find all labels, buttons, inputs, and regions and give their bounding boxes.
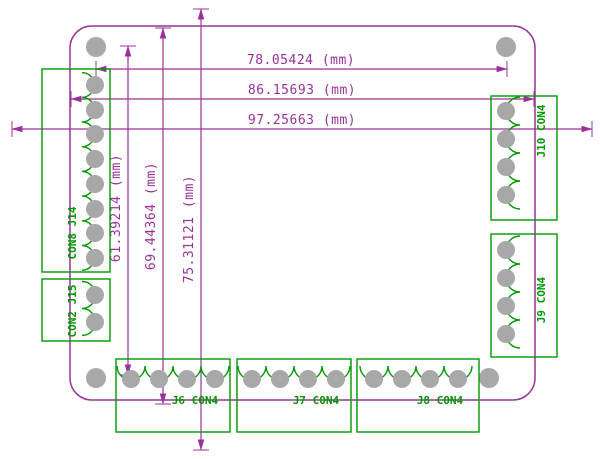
pad (421, 370, 439, 388)
dimension-width-holes: 78.05424 (mm) (95, 53, 508, 77)
dimension-height-board: 69.44364 (mm) (144, 27, 171, 405)
connector-label: J7 CON4 (293, 394, 340, 407)
dimension-label: 75.31121 (mm) (182, 175, 197, 283)
pad (86, 200, 104, 218)
dimension-label: 86.15693 (mm) (248, 83, 356, 98)
pad (206, 370, 224, 388)
connector-j9: J9 CON4 (490, 233, 558, 358)
pad (327, 370, 345, 388)
connector-outline (236, 358, 352, 433)
dimension-label: 61.39214 (mm) (109, 154, 124, 262)
pad (365, 370, 383, 388)
pad (86, 249, 104, 267)
pad (178, 370, 196, 388)
connector-outline (41, 68, 111, 273)
pad (150, 370, 168, 388)
connector-outline (490, 95, 558, 221)
dimension-width-overall: 97.25663 (mm) (11, 113, 593, 137)
mounting-hole (86, 368, 106, 388)
connector-label: CON2 J15 (66, 285, 79, 338)
dimension-height-overall: 75.31121 (mm) (182, 8, 209, 451)
connector-j14: CON8 J14 (41, 68, 111, 273)
connector-outline (356, 358, 480, 433)
pad (86, 175, 104, 193)
connector-label: J8 CON4 (417, 394, 464, 407)
connector-j10: J10 CON4 (490, 95, 558, 221)
connector-label: J9 CON4 (535, 276, 548, 323)
pad (497, 269, 515, 287)
pad (86, 286, 104, 304)
connector-label: J6 CON4 (172, 394, 219, 407)
pad (497, 186, 515, 204)
connector-outline (490, 233, 558, 358)
pad (243, 370, 261, 388)
pad (497, 158, 515, 176)
pad (393, 370, 411, 388)
connector-outline (115, 358, 231, 433)
connector-j8: J8 CON4 (356, 358, 480, 433)
mounting-hole (479, 368, 499, 388)
connector-outline (41, 278, 111, 342)
board-outline (69, 25, 536, 401)
pad (122, 370, 140, 388)
connector-j15: CON2 J15 (41, 278, 111, 342)
dimension-label: 78.05424 (mm) (247, 53, 355, 68)
pad (271, 370, 289, 388)
pad (86, 224, 104, 242)
pad (86, 76, 104, 94)
pad (86, 313, 104, 331)
mounting-hole (496, 37, 516, 57)
board (69, 25, 536, 401)
connector-label: J10 CON4 (535, 104, 548, 157)
mounting-hole (86, 37, 106, 57)
pad (86, 150, 104, 168)
pad (86, 125, 104, 143)
dimension-label: 69.44364 (mm) (144, 162, 159, 270)
pad (497, 102, 515, 120)
dimension-width-board: 86.15693 (mm) (70, 83, 535, 107)
pad (497, 297, 515, 315)
mounting-holes (86, 37, 516, 388)
pad (86, 101, 104, 119)
pad (449, 370, 467, 388)
connector-j7: J7 CON4 (236, 358, 352, 433)
dimension-label: 97.25663 (mm) (248, 113, 356, 128)
pad (299, 370, 317, 388)
connector-j6: J6 CON4 (115, 358, 231, 433)
pad (497, 325, 515, 343)
pad (497, 241, 515, 259)
dimension-height-holes: 61.39214 (mm) (109, 45, 136, 376)
pad (497, 130, 515, 148)
connector-label: CON8 J14 (66, 206, 79, 259)
